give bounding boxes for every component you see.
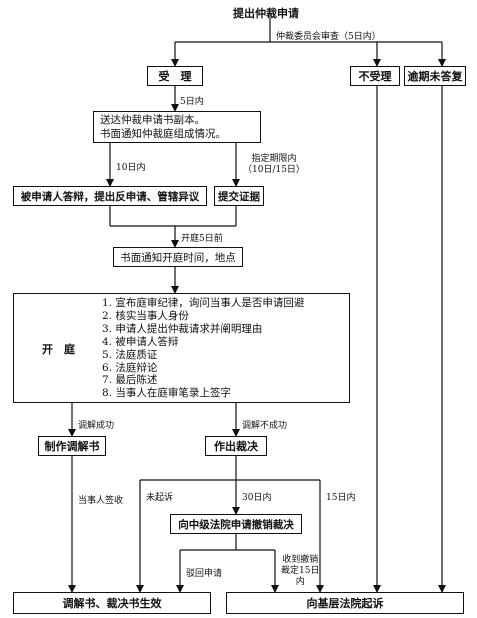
mediation-success-label: 调解成功 bbox=[78, 421, 115, 431]
accept-box: 受 理 bbox=[147, 66, 203, 86]
hearing-step: 8. 当事人在庭审笔录上签字 bbox=[102, 387, 231, 400]
deadline-label: 指定期限内 （10日/15日） bbox=[243, 154, 305, 176]
hearing-step: 7. 最后陈述 bbox=[102, 374, 158, 387]
start-label: 提出仲裁申请 bbox=[233, 7, 299, 20]
hearing-step: 6. 法庭辩论 bbox=[102, 361, 158, 374]
parties-sign-label: 当事人签收 bbox=[78, 496, 124, 506]
respondent-box: 被申请人答辩，提出反申请、管辖异议 bbox=[13, 186, 207, 206]
reject-app-label: 驳回申请 bbox=[186, 569, 223, 579]
hearing-step: 1. 宣布庭审纪律，询问当事人是否申请回避 bbox=[102, 297, 305, 309]
review-label: 仲裁委员会审查（5日内） bbox=[276, 32, 381, 42]
overdue-box: 逾期未答复 bbox=[404, 66, 466, 86]
hearing-step: 4. 被申请人答辩 bbox=[102, 335, 179, 348]
serve-line2: 书面通知仲裁庭组成情况。 bbox=[100, 128, 226, 140]
hearing-step: 2. 核实当事人身份 bbox=[102, 309, 189, 322]
before-hearing-label: 开庭5日前 bbox=[181, 234, 223, 244]
serve-line1: 送达仲裁申请书副本。 bbox=[100, 114, 205, 126]
apply-revoke-box: 向中级法院申请撤销裁决 bbox=[170, 514, 302, 534]
fifteen-days-label: 15日内 bbox=[326, 493, 356, 503]
mediation-fail-label: 调解不成功 bbox=[242, 421, 288, 431]
revoke-deadline-label: 收到撤销 裁定15日 内 bbox=[281, 555, 319, 588]
evidence-box: 提交证据 bbox=[214, 186, 264, 206]
accept-days-label: 5日内 bbox=[180, 97, 204, 107]
sue-box: 向基层法院起诉 bbox=[226, 592, 464, 614]
hearing-step: 3. 申请人提出仲裁请求并阐明理由 bbox=[102, 322, 263, 335]
deadline-line1: 指定期限内 bbox=[251, 154, 297, 164]
effective-box: 调解书、裁决书生效 bbox=[13, 592, 211, 614]
revoke-line1: 收到撤销 bbox=[282, 555, 319, 565]
revoke-line3: 内 bbox=[295, 577, 305, 587]
no-suit-label: 未起诉 bbox=[146, 493, 174, 503]
hearing-steps: 1. 宣布庭审纪律，询问当事人是否申请回避 2. 核实当事人身份 3. 申请人提… bbox=[102, 297, 304, 400]
hearing-box: 开 庭 1. 宣布庭审纪律，询问当事人是否申请回避 2. 核实当事人身份 3. … bbox=[13, 293, 350, 403]
revoke-line2: 裁定15日 bbox=[281, 566, 320, 576]
mediation-doc-box: 制作调解书 bbox=[38, 436, 106, 456]
ten-days-label: 10日内 bbox=[116, 163, 146, 173]
thirty-days-label: 30日内 bbox=[242, 493, 272, 503]
notify-hearing-box: 书面通知开庭时间，地点 bbox=[113, 247, 243, 267]
hearing-step: 5. 法庭质证 bbox=[102, 348, 158, 361]
hearing-label: 开 庭 bbox=[42, 343, 75, 356]
deadline-line2: （10日/15日） bbox=[243, 165, 305, 175]
reject-box: 不受理 bbox=[350, 66, 400, 86]
serve-box: 送达仲裁申请书副本。 书面通知仲裁庭组成情况。 bbox=[93, 111, 261, 143]
award-box: 作出裁决 bbox=[205, 436, 267, 456]
